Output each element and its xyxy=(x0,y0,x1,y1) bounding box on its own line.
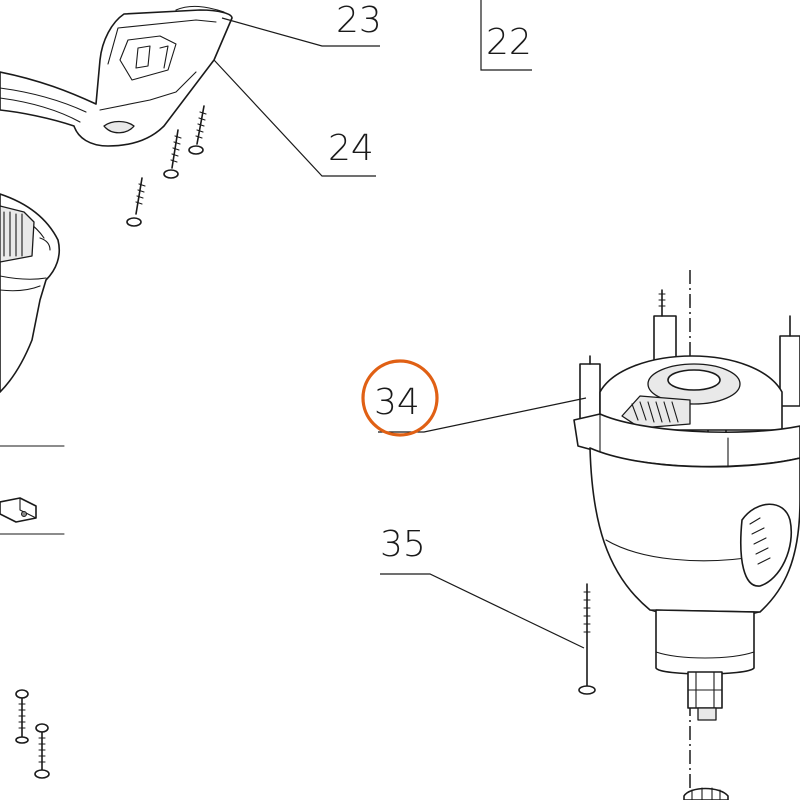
loose-screws xyxy=(15,689,50,779)
callout-23[interactable]: 23 xyxy=(221,0,382,47)
long-screw xyxy=(578,583,596,695)
handle-screws xyxy=(126,105,207,227)
part-number-34: 34 xyxy=(374,382,420,423)
callout-24[interactable]: 24 xyxy=(213,59,376,177)
screw xyxy=(188,105,207,155)
callout-35[interactable]: 35 xyxy=(380,524,585,649)
part-number-23: 23 xyxy=(336,0,382,41)
side-knob xyxy=(740,503,792,587)
handle-housing xyxy=(0,5,233,147)
base-housing xyxy=(0,193,65,447)
part-number-35: 35 xyxy=(380,524,426,565)
screw xyxy=(126,177,146,227)
motor-assembly[interactable] xyxy=(573,270,800,800)
screw xyxy=(163,129,182,179)
highlight-circle xyxy=(361,359,439,437)
part-number-24: 24 xyxy=(328,128,374,169)
callout-34[interactable]: 34 xyxy=(361,359,587,437)
part-number-22: 22 xyxy=(486,22,532,63)
callout-22[interactable]: 22 xyxy=(480,0,532,71)
screw xyxy=(15,689,29,744)
screw xyxy=(34,723,50,779)
small-clip xyxy=(0,497,65,535)
